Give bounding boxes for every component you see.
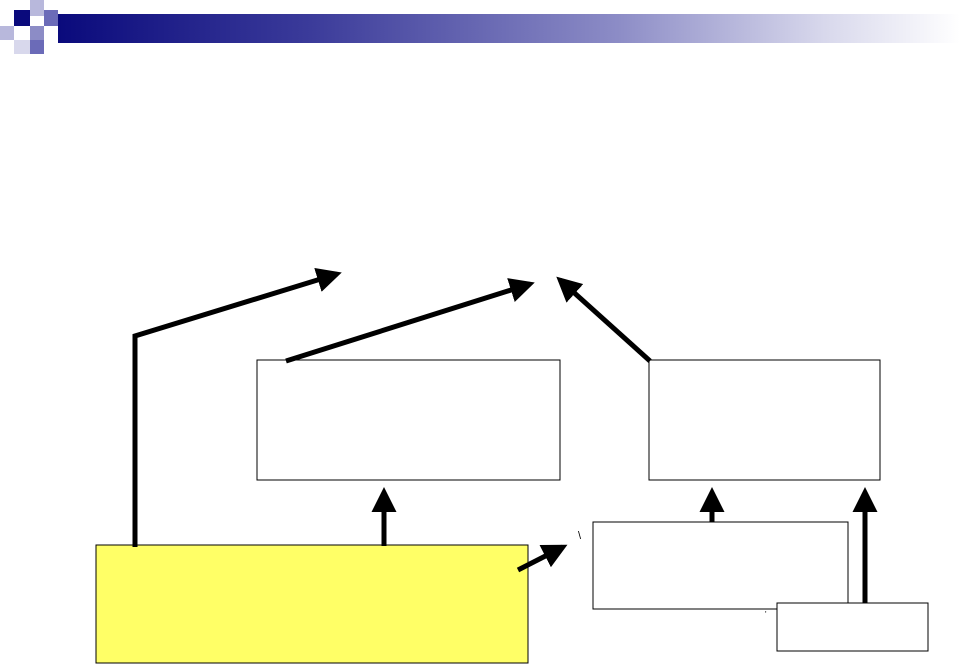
box-upper-right: [648, 359, 881, 481]
corner-square-mid: [0, 26, 14, 40]
corner-square-navy: [14, 40, 30, 54]
title-bar-decoration: [58, 14, 960, 43]
box-middle-right: [592, 521, 849, 610]
corner-square-light: [30, 26, 44, 40]
corner-square-mid: [44, 10, 58, 26]
corner-square-navy: [14, 10, 30, 26]
arrow-yellow-to-middle-right: [516, 544, 568, 573]
corner-square-mid: [30, 40, 44, 54]
connector-left-vertical: [132, 267, 342, 547]
box-bottom-right: [776, 602, 929, 652]
corner-square-light: [30, 0, 44, 16]
stray-mark-backslash: \: [578, 530, 582, 542]
arrow-from-upper-right-box: [556, 276, 652, 363]
box-upper-left: [256, 359, 561, 481]
stray-mark-tick: ': [765, 610, 767, 619]
arrow-from-upper-left-box: [285, 278, 535, 364]
highlight-box: [95, 544, 529, 664]
